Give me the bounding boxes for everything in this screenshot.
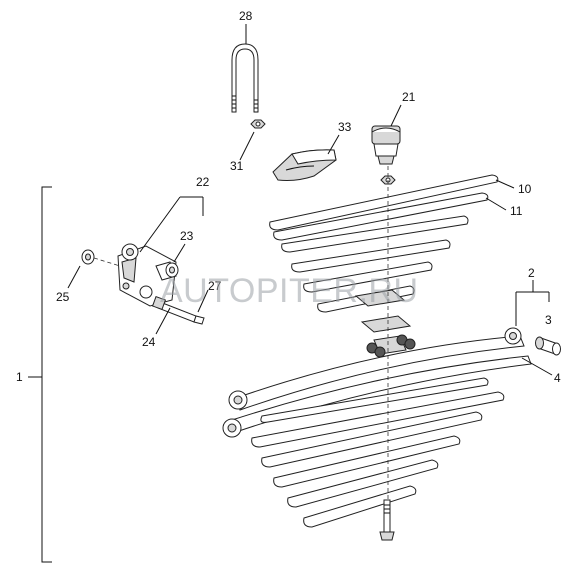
callout-1: 1: [16, 370, 23, 384]
center-bolt-cap: [371, 125, 401, 165]
callout-labels: 1 2 3 4 10 11 21 22 23 24 25 27 28 31 33: [16, 9, 561, 385]
callout-25: 25: [56, 290, 70, 304]
callout-11: 11: [510, 204, 523, 218]
shackle-pin: [151, 295, 205, 325]
spring-leaf-11: [273, 192, 489, 241]
bump-stop-pad: [272, 149, 337, 181]
callout-27: 27: [208, 279, 222, 293]
callout-24: 24: [142, 335, 156, 349]
assembly-bracket: [28, 186, 52, 563]
shackle-bracket: [117, 243, 177, 307]
callout-21: 21: [402, 90, 416, 104]
callout-28: 28: [239, 9, 253, 23]
main-leaf: [228, 327, 525, 411]
bushing: [535, 336, 561, 356]
callout-3: 3: [545, 313, 552, 327]
u-bolt-nut: [250, 119, 266, 129]
center-saddle-clip: [366, 334, 416, 358]
callout-33: 33: [338, 120, 352, 134]
callout-10: 10: [518, 182, 532, 196]
callout-31: 31: [230, 159, 244, 173]
callout-4: 4: [554, 371, 561, 385]
spring-leaf-10: [269, 174, 499, 231]
spring-leaves-lower-pack: [251, 377, 505, 528]
shackle-washer: [81, 249, 121, 267]
spacer-plate-upper: [354, 289, 406, 307]
callout-23: 23: [180, 229, 194, 243]
spacer-plate-lower: [360, 315, 412, 333]
callout-2: 2: [528, 266, 535, 280]
u-bolt: [231, 43, 259, 113]
callout-22: 22: [196, 175, 210, 189]
watermark-text: AUTOPITER.RU: [160, 272, 419, 310]
leader-lines: [67, 24, 553, 376]
center-bolt: [379, 499, 395, 541]
shackle-bushing: [155, 261, 179, 281]
spring-leaves-upper-pack: [281, 215, 469, 313]
